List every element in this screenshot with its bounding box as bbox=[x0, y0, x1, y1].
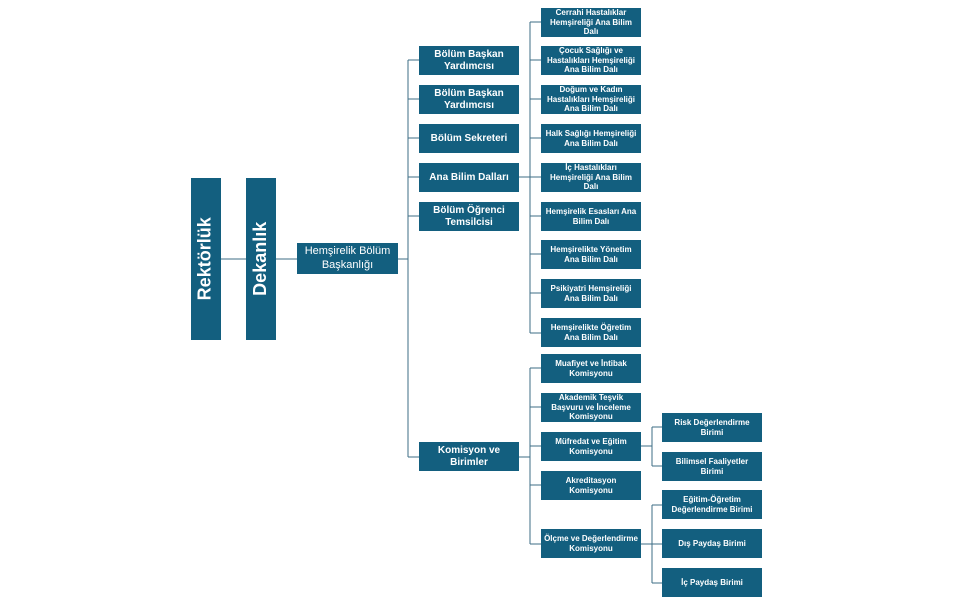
node-label: Bölüm Öğrenci Temsilcisi bbox=[433, 204, 505, 228]
node-birim: Dış Paydaş Birimi bbox=[662, 529, 762, 558]
node-label: Çocuk Sağlığı ve Hastalıkları Hemşireliğ… bbox=[546, 46, 636, 75]
node-ana-bilim-dali: Hemşirelikte Öğretim Ana Bilim Dalı bbox=[541, 318, 641, 347]
node-label: Bilimsel Faaliyetler Birimi bbox=[675, 456, 749, 476]
node-label: Hemşirelik Esasları Ana Bilim Dalı bbox=[545, 206, 637, 226]
node-komisyon: Ölçme ve Değerlendirme Komisyonu bbox=[541, 529, 641, 558]
node-label: İç Hastalıkları Hemşireliği Ana Bilim Da… bbox=[550, 163, 632, 192]
node-label: Rektörlük bbox=[195, 217, 216, 301]
node-ana-bilim-dali: Hemşirelikte Yönetim Ana Bilim Dalı bbox=[541, 240, 641, 269]
node-label: Doğum ve Kadın Hastalıkları Hemşireliği … bbox=[546, 85, 636, 114]
node-label: Eğitim-Öğretim Değerlendirme Birimi bbox=[671, 494, 753, 514]
node-label: Müfredat ve Eğitim Komisyonu bbox=[555, 436, 627, 456]
node-birim: Risk Değerlendirme Birimi bbox=[662, 413, 762, 442]
node-birim: Eğitim-Öğretim Değerlendirme Birimi bbox=[662, 490, 762, 519]
node-label: Ana Bilim Dalları bbox=[429, 171, 509, 183]
node-ana-bilim-dali: Halk Sağlığı Hemşireliği Ana Bilim Dalı bbox=[541, 124, 641, 153]
node-ana-bilim-dali: Çocuk Sağlığı ve Hastalıkları Hemşireliğ… bbox=[541, 46, 641, 75]
node-ana-bilim-dali: Hemşirelik Esasları Ana Bilim Dalı bbox=[541, 202, 641, 231]
node-label: Bölüm Sekreteri bbox=[430, 132, 508, 144]
node-label: Akreditasyon Komisyonu bbox=[565, 475, 617, 495]
node-komisyon: Müfredat ve Eğitim Komisyonu bbox=[541, 432, 641, 461]
node-label: Dekanlık bbox=[250, 221, 271, 297]
node-label: Psikiyatri Hemşireliği Ana Bilim Dalı bbox=[550, 283, 632, 303]
node-label: Halk Sağlığı Hemşireliği Ana Bilim Dalı bbox=[545, 128, 637, 148]
node-label: Bölüm Başkan Yardımcısı bbox=[434, 87, 504, 111]
node-label: Akademik Teşvik Başvuru ve İnceleme Komi… bbox=[551, 393, 631, 422]
node-komisyon: Akreditasyon Komisyonu bbox=[541, 471, 641, 500]
node-unit: Bölüm Sekreteri bbox=[419, 124, 519, 153]
node-label: Hemşirelikte Yönetim Ana Bilim Dalı bbox=[550, 244, 632, 264]
node-label: Risk Değerlendirme Birimi bbox=[674, 417, 750, 437]
node-komisyon: Muafiyet ve İntibak Komisyonu bbox=[541, 354, 641, 383]
node-unit: Bölüm Başkan Yardımcısı bbox=[419, 85, 519, 114]
node-label: Hemşirelik Bölüm Başkanlığı bbox=[304, 245, 391, 271]
node-label: Muafiyet ve İntibak Komisyonu bbox=[555, 358, 627, 378]
node-ana-bilim-dali: Doğum ve Kadın Hastalıkları Hemşireliği … bbox=[541, 85, 641, 114]
node-unit: Bölüm Başkan Yardımcısı bbox=[419, 46, 519, 75]
node-komisyon: Akademik Teşvik Başvuru ve İnceleme Komi… bbox=[541, 393, 641, 422]
node-birim: İç Paydaş Birimi bbox=[662, 568, 762, 597]
node-label: Cerrahi Hastalıklar Hemşireliği Ana Bili… bbox=[550, 8, 632, 37]
node-ana-bilim-dali: İç Hastalıkları Hemşireliği Ana Bilim Da… bbox=[541, 163, 641, 192]
node-label: Bölüm Başkan Yardımcısı bbox=[434, 48, 504, 72]
node-unit: Bölüm Öğrenci Temsilcisi bbox=[419, 202, 519, 231]
node-unit: Ana Bilim Dalları bbox=[419, 163, 519, 192]
node-label: Ölçme ve Değerlendirme Komisyonu bbox=[544, 533, 638, 553]
node-bolum-baskanligi: Hemşirelik Bölüm Başkanlığı bbox=[297, 243, 398, 274]
node-label: Dış Paydaş Birimi bbox=[678, 538, 746, 548]
node-label: Hemşirelikte Öğretim Ana Bilim Dalı bbox=[550, 322, 632, 342]
node-label: Komisyon ve Birimler bbox=[437, 444, 501, 468]
node-label: İç Paydaş Birimi bbox=[681, 577, 743, 587]
node-unit: Komisyon ve Birimler bbox=[419, 442, 519, 471]
node-rektorluk: Rektörlük bbox=[191, 178, 221, 340]
node-ana-bilim-dali: Psikiyatri Hemşireliği Ana Bilim Dalı bbox=[541, 279, 641, 308]
node-dekanlik: Dekanlık bbox=[246, 178, 276, 340]
node-ana-bilim-dali: Cerrahi Hastalıklar Hemşireliği Ana Bili… bbox=[541, 8, 641, 37]
node-birim: Bilimsel Faaliyetler Birimi bbox=[662, 452, 762, 481]
